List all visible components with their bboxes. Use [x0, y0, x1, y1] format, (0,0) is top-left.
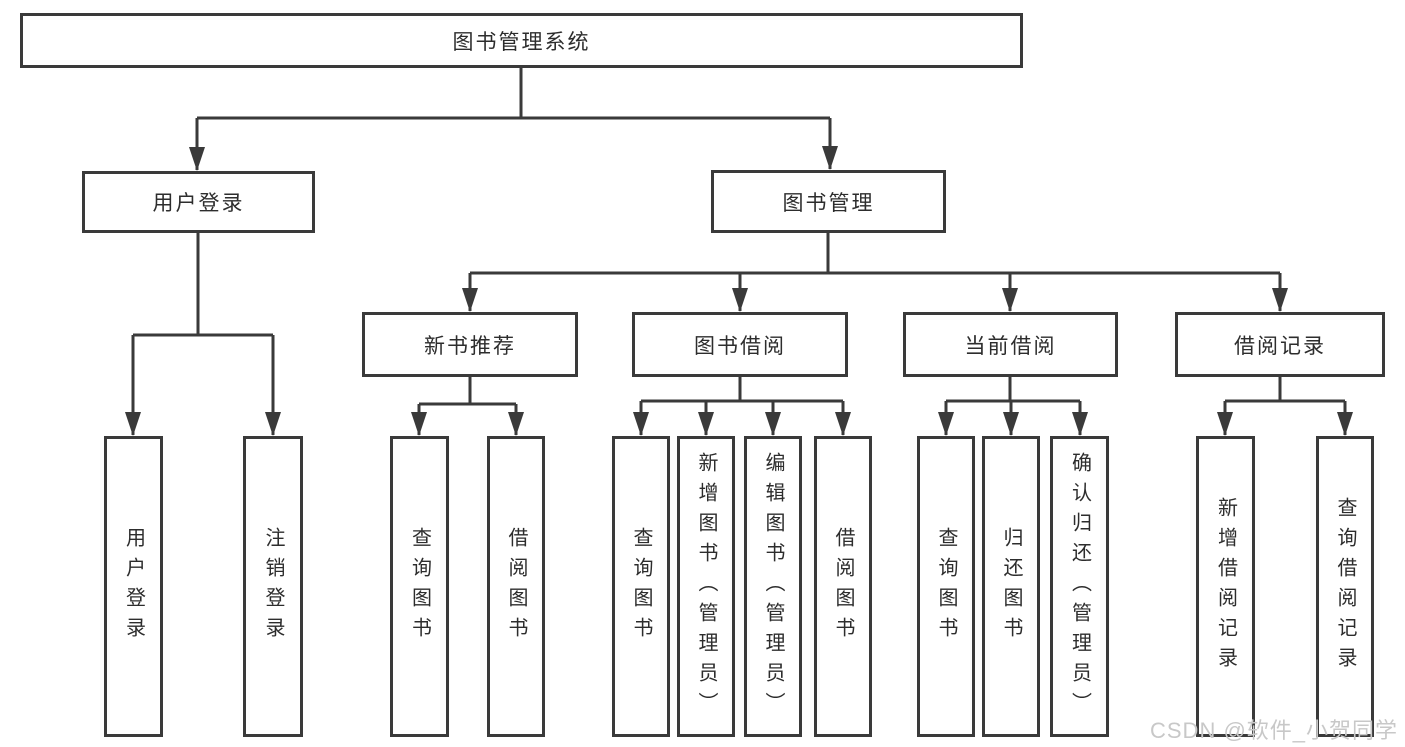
leaf-user-login: 用户登录 — [104, 436, 163, 737]
node-new-book-recommend: 新书推荐 — [362, 312, 578, 377]
leaf-add-books-admin: 新增图书（管理员） — [677, 436, 735, 737]
leaf-confirm-return-admin: 确认归还（管理员） — [1050, 436, 1109, 737]
leaf-add-borrow-record: 新增借阅记录 — [1196, 436, 1255, 737]
node-borrowing-records: 借阅记录 — [1175, 312, 1385, 377]
leaf-query-books-2: 查询图书 — [612, 436, 670, 737]
leaf-query-books: 查询图书 — [390, 436, 449, 737]
node-user-login: 用户登录 — [82, 171, 315, 233]
leaf-borrow-books-2: 借阅图书 — [814, 436, 872, 737]
leaf-query-books-3: 查询图书 — [917, 436, 975, 737]
leaf-query-borrow-record: 查询借阅记录 — [1316, 436, 1374, 737]
node-root-system: 图书管理系统 — [20, 13, 1023, 68]
leaf-logout: 注销登录 — [243, 436, 303, 737]
watermark: CSDN @软件_小贺同学 — [1150, 718, 1399, 743]
node-book-borrowing: 图书借阅 — [632, 312, 848, 377]
node-current-borrowing: 当前借阅 — [903, 312, 1118, 377]
leaf-edit-books-admin: 编辑图书（管理员） — [744, 436, 802, 737]
node-book-management: 图书管理 — [711, 170, 946, 233]
leaf-return-books: 归还图书 — [982, 436, 1040, 737]
leaf-borrow-books: 借阅图书 — [487, 436, 545, 737]
